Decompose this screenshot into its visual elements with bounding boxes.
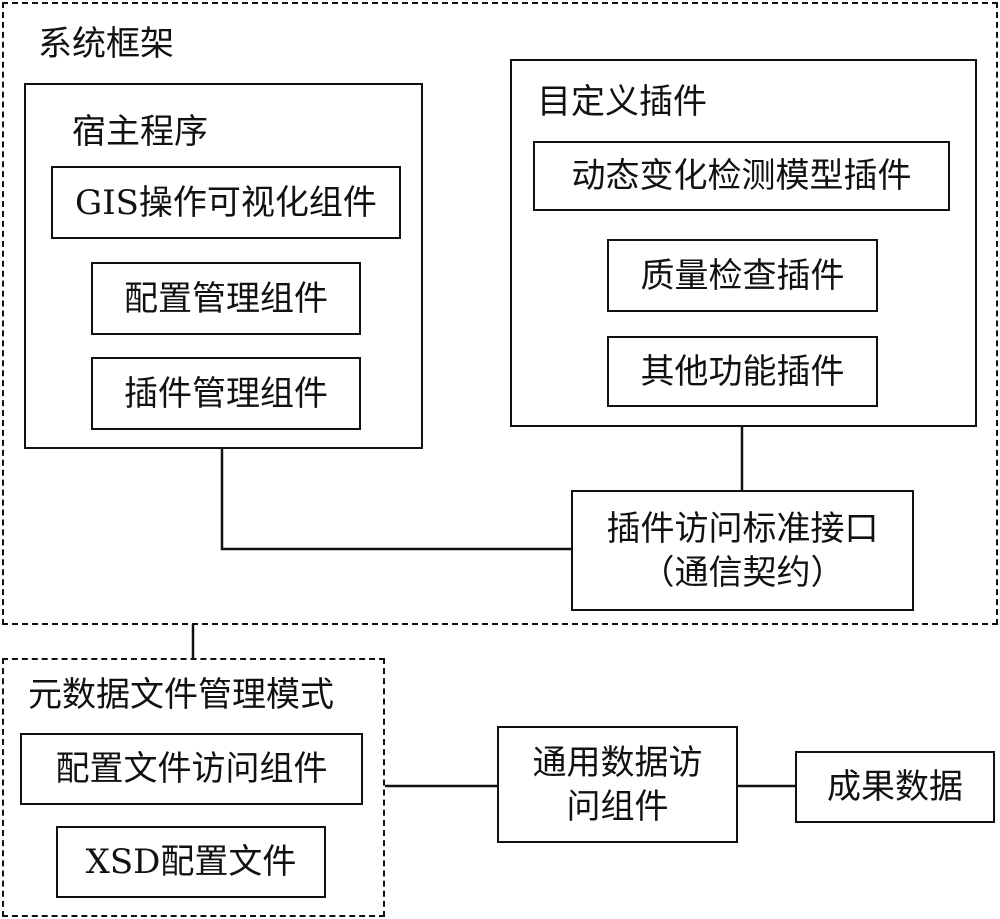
metadata-mode-frame	[2, 658, 385, 917]
metadata-mode-title: 元数据文件管理模式	[28, 675, 334, 715]
change-detection-plugin: 动态变化检测模型插件	[533, 141, 950, 211]
plugin-management-component: 插件管理组件	[91, 357, 361, 430]
config-management-label: 配置管理组件	[124, 278, 328, 319]
change-detection-label: 动态变化检测模型插件	[571, 156, 912, 196]
plugin-interface-line2: （通信契约）	[640, 552, 845, 593]
gis-visualization-component: GIS操作可视化组件	[51, 166, 401, 239]
system-frame	[2, 2, 998, 625]
xsd-config-file: XSD配置文件	[56, 826, 326, 898]
other-functions-label: 其他功能插件	[640, 351, 845, 392]
quality-check-label: 质量检查插件	[640, 255, 845, 296]
result-data-box: 成果数据	[795, 751, 995, 823]
other-functions-plugin: 其他功能插件	[607, 336, 878, 407]
plugin-interface-box: 插件访问标准接口 （通信契约）	[571, 490, 914, 611]
custom-plugins-title: 目定义插件	[537, 82, 707, 122]
quality-check-plugin: 质量检查插件	[607, 239, 878, 312]
system-frame-title: 系统框架	[38, 24, 174, 64]
data-access-line1: 通用数据访	[532, 742, 703, 783]
plugin-interface-line1: 插件访问标准接口	[606, 508, 879, 549]
config-file-access-component: 配置文件访问组件	[20, 733, 363, 805]
plugin-management-label: 插件管理组件	[124, 373, 328, 414]
result-data-label: 成果数据	[827, 767, 963, 807]
xsd-config-file-label: XSD配置文件	[85, 842, 297, 882]
data-access-line2: 问组件	[566, 786, 669, 827]
config-management-component: 配置管理组件	[91, 262, 361, 335]
host-program-title: 宿主程序	[72, 112, 208, 152]
data-access-component: 通用数据访 问组件	[497, 726, 738, 843]
config-file-access-label: 配置文件访问组件	[55, 749, 328, 789]
gis-visualization-label: GIS操作可视化组件	[75, 182, 377, 223]
